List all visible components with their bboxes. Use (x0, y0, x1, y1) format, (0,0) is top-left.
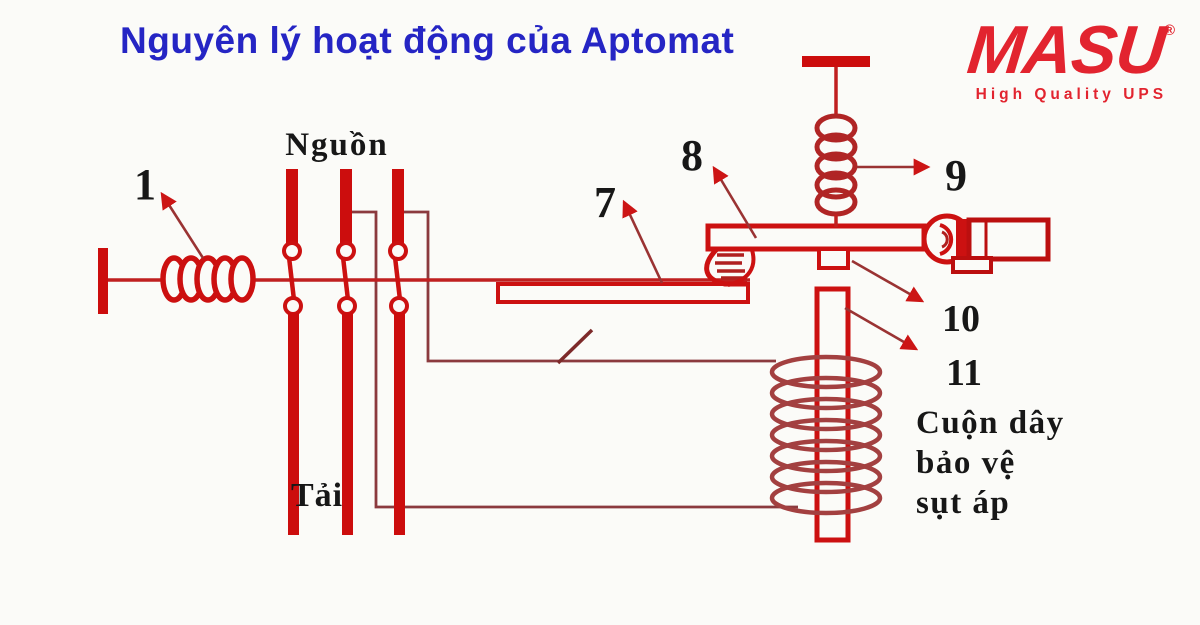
diagram-labels: Nguồn Tải 1 7 8 9 10 11 Cuộn dây bảo vệ … (134, 127, 1065, 521)
upper-contact (336, 241, 356, 261)
callout-label-11: 11 (946, 352, 982, 394)
callout-arrow-11 (844, 306, 919, 351)
load-bar (394, 313, 405, 535)
label-load: Tải (291, 477, 343, 514)
coil-caption-line-1: Cuộn dây (916, 405, 1065, 441)
mount-base (951, 256, 993, 274)
upper-contact (282, 241, 302, 261)
spring-turn (814, 113, 858, 143)
source-bar (392, 169, 404, 244)
switch-phase-1 (282, 169, 303, 535)
callout-label-7: 7 (594, 178, 616, 227)
source-bar (286, 169, 298, 244)
page-title: Nguyên lý hoạt động của Aptomat (120, 20, 735, 61)
spring-turn (814, 132, 858, 162)
callout-arrow-8 (712, 165, 758, 239)
callout-arrow-7 (622, 199, 664, 284)
lower-contact (337, 296, 357, 316)
overcurrent-coil (160, 255, 256, 303)
lower-contact (283, 296, 303, 316)
contact-arm-assembly (705, 213, 1051, 274)
solenoid-turn (769, 396, 883, 432)
coil-turn (228, 255, 256, 303)
registered-trademark-icon: ® (1163, 22, 1175, 39)
wire-phase2-to-coil-bottom (352, 210, 798, 509)
load-bar (342, 313, 353, 535)
solenoid-coil (769, 354, 883, 516)
load-bar (288, 313, 299, 535)
spring-turn (814, 187, 858, 217)
masu-logo-brandrow: MASU® (964, 12, 1175, 88)
callout-label-10: 10 (942, 298, 980, 340)
coil-caption-line-3: sụt áp (916, 485, 1010, 521)
callout-arrow-1 (160, 191, 205, 259)
coil-caption-line-2: bảo vệ (916, 445, 1016, 481)
latch-curve-upper (704, 247, 747, 287)
solenoid-turn (769, 480, 883, 516)
switch-phase-3 (388, 169, 409, 535)
solenoid-turn (769, 375, 883, 411)
three-phase-switches (282, 169, 409, 535)
masu-logo: MASU® High Quality UPS (964, 12, 1175, 104)
pivot-core-arc (941, 230, 949, 249)
callout-label-9: 9 (945, 151, 967, 200)
latch-hook (704, 247, 756, 287)
solenoid-turn (769, 438, 883, 474)
switch-blade (340, 256, 351, 301)
callout-arrows (160, 158, 931, 351)
switch-phase-2 (336, 169, 357, 535)
solenoid-turn (769, 459, 883, 495)
solenoid-turn (769, 417, 883, 453)
contact-arm-bar (705, 223, 927, 252)
auxiliary-wiring (352, 210, 798, 509)
undervoltage-release (769, 247, 883, 543)
masu-logo-tagline: High Quality UPS (975, 85, 1168, 103)
wire-phase3-to-coil-top (398, 210, 776, 363)
spring-turn (814, 170, 858, 200)
trip-lever-bar (496, 282, 750, 304)
input-terminal-bar (98, 248, 108, 314)
upper-contact (388, 241, 408, 261)
mount-box (966, 217, 1051, 262)
auxiliary-contact-blade (556, 328, 594, 365)
switch-blade (392, 256, 403, 301)
label-source: Nguồn (285, 127, 389, 163)
spring-coil (814, 113, 858, 217)
latch-curve-lower (727, 249, 756, 287)
switch-blade (286, 256, 297, 301)
armature-block (817, 247, 850, 270)
lower-contact (389, 296, 409, 316)
callout-label-1: 1 (134, 160, 156, 209)
callout-label-8: 8 (681, 131, 703, 180)
plunger-bar (814, 286, 851, 543)
spring-anchor-bar (802, 56, 870, 67)
source-bar (340, 169, 352, 244)
spring-turn (814, 151, 858, 181)
return-spring-assembly (802, 56, 870, 227)
callout-arrow-10 (851, 259, 925, 303)
pivot-inner-arc (939, 223, 954, 256)
solenoid-turn (769, 354, 883, 390)
